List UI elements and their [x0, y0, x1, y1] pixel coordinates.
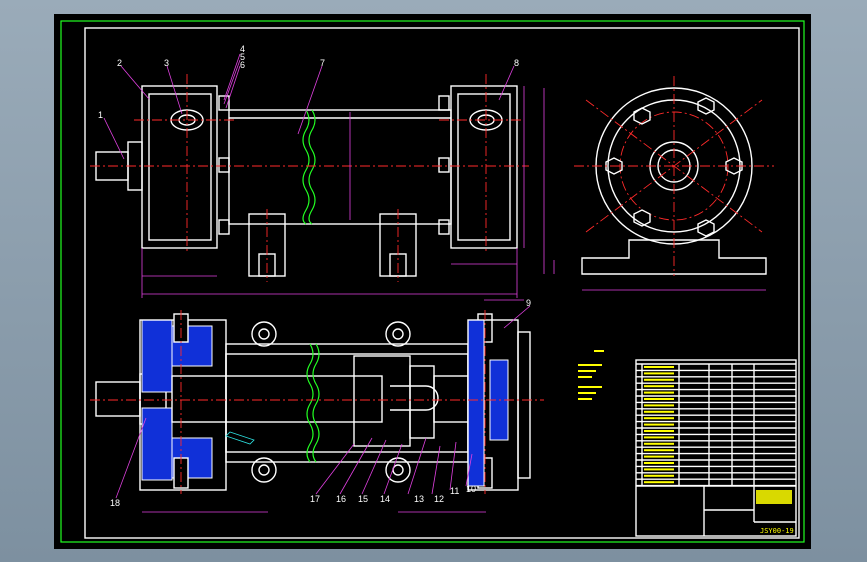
balloon-15: 15 — [358, 494, 368, 504]
drawing-number: JSY00-19 — [760, 527, 794, 535]
balloon-5: 5 — [240, 52, 245, 62]
bom-cell-text — [644, 410, 674, 413]
title-block: JSY00-19 — [635, 359, 797, 537]
bom-cell-text — [644, 398, 674, 400]
bom-cell-text — [644, 481, 674, 484]
balloon-3: 3 — [164, 58, 169, 68]
balloon-12: 12 — [434, 494, 444, 504]
cad-drawing: 2 3 4 5 6 7 8 1 — [60, 20, 805, 543]
balloon-14: 14 — [380, 494, 390, 504]
balloon-13: 13 — [414, 494, 424, 504]
drawing-viewport[interactable]: 2 3 4 5 6 7 8 1 — [54, 14, 811, 549]
bom-cell-text — [644, 423, 674, 426]
balloon-17: 17 — [310, 494, 320, 504]
section-view-balloons: 18 17 16 15 14 13 12 11 10 9 — [110, 298, 531, 508]
balloon-9: 9 — [526, 298, 531, 308]
balloon-4: 4 — [240, 44, 245, 54]
outer-border — [60, 20, 805, 543]
balloon-6: 6 — [240, 60, 245, 70]
balloon-2: 2 — [117, 58, 122, 68]
bom-cell-text — [644, 404, 674, 407]
balloon-7: 7 — [320, 58, 325, 68]
balloon-10: 10 — [466, 484, 476, 494]
bom-cell-text — [644, 455, 674, 458]
bom-cell-text — [644, 366, 674, 368]
bom-cell-text — [644, 474, 674, 477]
section-view — [90, 299, 544, 513]
bom-cell-text — [644, 449, 674, 452]
technical-notes — [578, 350, 604, 400]
bom-cell-text — [644, 436, 674, 439]
balloon-16: 16 — [336, 494, 346, 504]
bom-cell-text — [644, 372, 674, 375]
side-view — [543, 76, 774, 291]
drawing-frame — [84, 27, 800, 539]
bom-cell-text — [644, 442, 674, 445]
bom-cell-text — [644, 417, 674, 420]
balloon-11: 11 — [450, 486, 459, 496]
bom-cell-text — [644, 385, 674, 388]
bom-cell-text — [644, 378, 674, 381]
bom-cell-text — [644, 462, 674, 464]
balloon-1: 1 — [98, 110, 103, 120]
bom-cell-text — [644, 430, 674, 432]
balloon-8: 8 — [514, 58, 519, 68]
bom-cell-text — [644, 391, 674, 394]
front-view-balloons: 2 3 4 5 6 7 8 1 — [98, 44, 519, 120]
front-view — [90, 53, 529, 298]
balloon-18: 18 — [110, 498, 120, 508]
bom-cell-text — [644, 468, 674, 471]
